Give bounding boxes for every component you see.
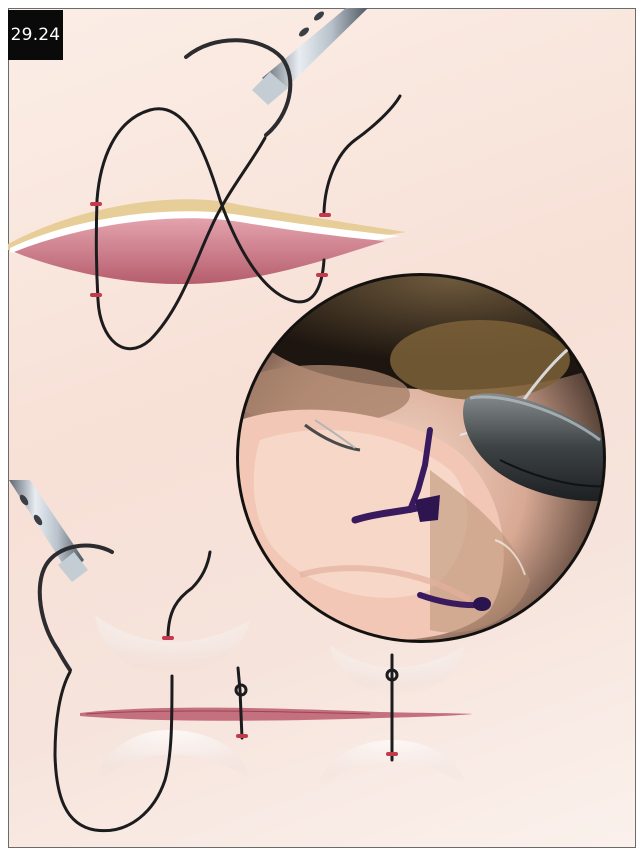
needle-driver-top	[252, 8, 368, 105]
tissue-layers-top	[8, 199, 406, 284]
endoscopic-photo	[230, 250, 641, 650]
wound-edge-bottom	[80, 708, 473, 721]
figure-number-label: 29.24	[8, 10, 63, 60]
needle-driver-bottom	[9, 480, 88, 582]
